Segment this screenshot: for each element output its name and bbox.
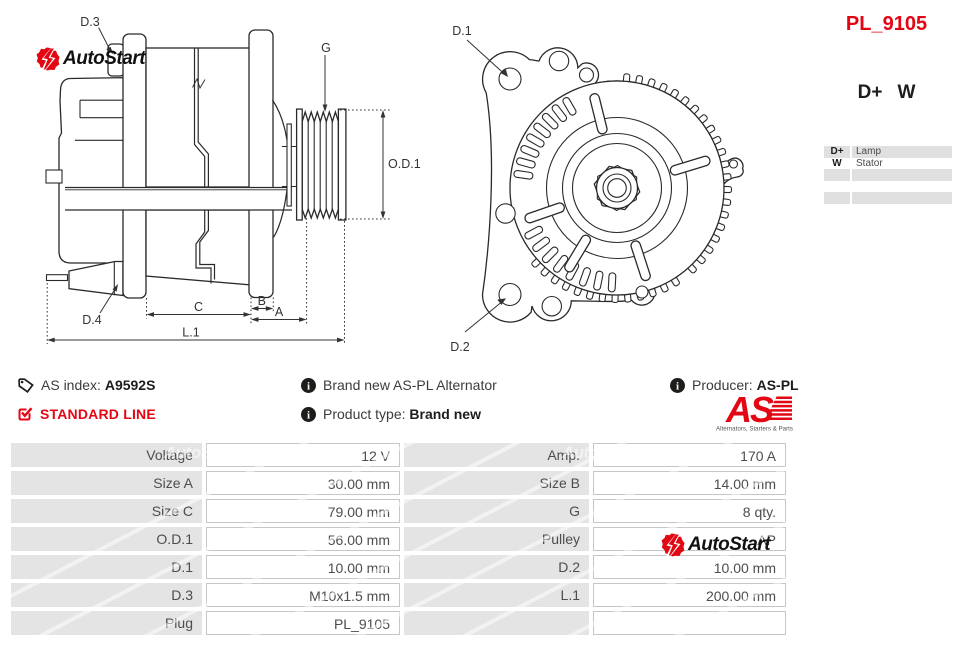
producer-label: Producer: bbox=[692, 377, 753, 393]
terminal-legend-table: D+ Lamp W Stator bbox=[824, 146, 952, 204]
front-view-drawing: D.1 D.2 bbox=[450, 24, 744, 354]
description-text: Brand new AS-PL Alternator bbox=[323, 377, 497, 393]
terminal-row: W Stator bbox=[824, 158, 952, 170]
dim-label-a: A bbox=[275, 305, 284, 319]
svg-text:i: i bbox=[307, 409, 310, 421]
dim-label-d2: D.2 bbox=[450, 340, 470, 354]
aspl-tagline: Alternators, Starters & Parts bbox=[716, 426, 793, 433]
description-row: i Brand new AS-PL Alternator bbox=[301, 377, 497, 393]
as-index-row: AS index: A9592S bbox=[18, 377, 155, 393]
as-index-label: AS index: bbox=[41, 377, 101, 393]
spec-label: Pulley bbox=[404, 527, 589, 551]
dim-label-d4: D.4 bbox=[82, 313, 102, 327]
terminal-row: D+ Lamp bbox=[824, 146, 952, 158]
spec-value: 8 qty. bbox=[593, 499, 786, 523]
spec-label: Size C bbox=[11, 499, 202, 523]
terminal-row-empty bbox=[824, 181, 952, 193]
producer-row: i Producer: AS-PL bbox=[670, 377, 799, 393]
spec-value: PL_9105 bbox=[206, 611, 400, 635]
info-icon: i bbox=[301, 377, 316, 393]
producer-value: AS-PL bbox=[756, 377, 799, 393]
product-type-value: Brand new bbox=[409, 406, 481, 422]
spec-value: 30.00 mm bbox=[206, 471, 400, 495]
spec-label: D.2 bbox=[404, 555, 589, 579]
spec-value: 10.00 mm bbox=[593, 555, 786, 579]
spec-label bbox=[404, 611, 589, 635]
spec-value: 56.00 mm bbox=[206, 527, 400, 551]
spec-label: Voltage bbox=[11, 443, 202, 467]
spec-value: 14.00 mm bbox=[593, 471, 786, 495]
aspl-mark: AS bbox=[725, 392, 774, 430]
spec-label: Amp. bbox=[404, 443, 589, 467]
terminal-heading: D+ W bbox=[816, 82, 957, 104]
product-type-label: Product type: bbox=[323, 406, 406, 422]
spec-label: G bbox=[404, 499, 589, 523]
info-icon: i bbox=[301, 406, 316, 422]
dim-label-g: G bbox=[321, 41, 331, 55]
spec-value: 170 A bbox=[593, 443, 786, 467]
product-type-row: i Product type: Brand new bbox=[301, 406, 481, 422]
terminal-pin: W bbox=[832, 157, 842, 169]
spec-value: 10.00 mm bbox=[206, 555, 400, 579]
spec-value bbox=[593, 611, 786, 635]
spec-label: D.1 bbox=[11, 555, 202, 579]
standard-line-row: STANDARD LINE bbox=[18, 406, 156, 422]
svg-text:i: i bbox=[676, 380, 679, 392]
spec-label: O.D.1 bbox=[11, 527, 202, 551]
autostart-wordmark: AutoStart bbox=[688, 534, 771, 555]
dim-label-l1: L.1 bbox=[182, 326, 199, 340]
spec-value: 79.00 mm bbox=[206, 499, 400, 523]
spec-label: Size A bbox=[11, 471, 202, 495]
as-index-value: A9592S bbox=[104, 377, 156, 393]
autostart-logo: AutoStart bbox=[36, 47, 146, 71]
autostart-gear-icon bbox=[661, 533, 685, 557]
terminal-row-empty bbox=[824, 169, 952, 181]
standard-line-label: STANDARD LINE bbox=[40, 406, 156, 422]
spec-label: L.1 bbox=[404, 583, 589, 607]
terminal-dplus: D+ bbox=[857, 82, 883, 103]
dim-label-d1: D.1 bbox=[452, 24, 472, 38]
aspl-logo: AS Alternators, Starters & Parts bbox=[716, 392, 793, 433]
product-code: PL_9105 bbox=[845, 13, 928, 35]
spec-value: M10x1.5 mm bbox=[206, 583, 400, 607]
spec-value: 200.00 mm bbox=[593, 583, 786, 607]
terminal-desc: Lamp bbox=[852, 146, 952, 158]
autostart-logo-watermark: AutoStart bbox=[661, 533, 771, 557]
spec-label: Size B bbox=[404, 471, 589, 495]
terminal-desc: Stator bbox=[856, 157, 883, 169]
spec-value: 12 V bbox=[206, 443, 400, 467]
autostart-wordmark: AutoStart bbox=[63, 48, 146, 69]
info-icon: i bbox=[670, 377, 685, 393]
tag-icon bbox=[18, 377, 34, 393]
terminal-pin: D+ bbox=[824, 146, 850, 158]
spec-label: Plug bbox=[11, 611, 202, 635]
terminal-row-empty bbox=[824, 192, 952, 204]
autostart-gear-icon bbox=[36, 47, 60, 71]
aspl-stripes bbox=[765, 396, 792, 420]
checkbox-checked-icon bbox=[18, 407, 33, 421]
svg-text:i: i bbox=[307, 380, 310, 392]
dim-label-b: B bbox=[258, 294, 266, 308]
dim-label-c: C bbox=[194, 300, 203, 314]
dim-label-od1: O.D.1 bbox=[388, 157, 421, 171]
spec-label: D.3 bbox=[11, 583, 202, 607]
dim-label-d3: D.3 bbox=[80, 15, 100, 29]
terminal-w: W bbox=[897, 82, 916, 103]
side-view-drawing: D.3 D.4 G O.D.1 B C A L.1 bbox=[45, 15, 421, 344]
